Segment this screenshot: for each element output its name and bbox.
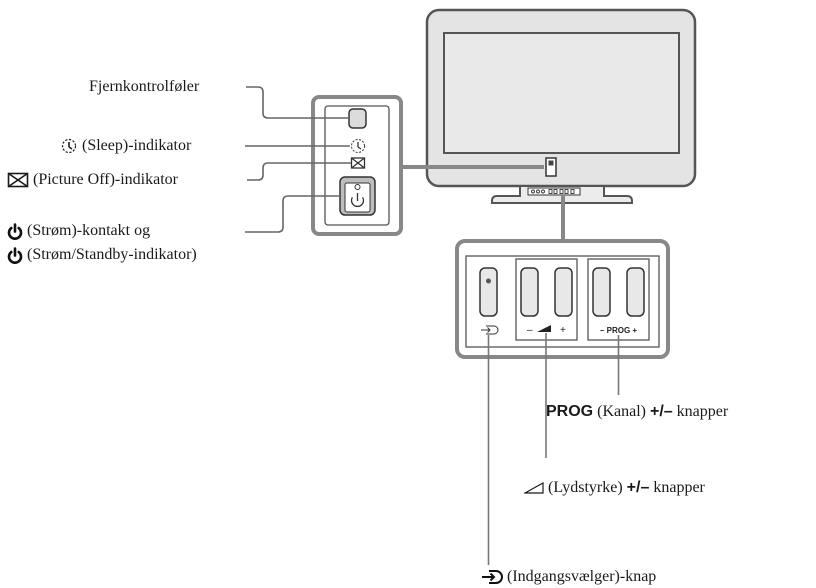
remote-sensor-label: Fjernkontrolføler [89,78,200,95]
remote-sensor-window [348,108,367,129]
sleep-clock-icon [61,139,77,154]
volume-desc-text: (Lydstyrke) [548,479,623,496]
sleep-indicator-label: (Sleep)-indikator [60,137,191,155]
panel-prog-label: – PROG + [600,326,637,335]
prog-tail-text: knapper [676,403,729,420]
power-button-graphic [339,176,376,216]
panel-volume-wedge [537,325,551,332]
prog-desc-text: (Kanal) [597,403,646,420]
power-standby-label: (Strøm/Standby-indikator) [7,246,197,264]
power-switch-label: (Strøm)-kontakt og [7,222,150,240]
input-desc-text: (Indgangsvælger)-knap [507,568,657,585]
panel-input-icon [481,325,499,335]
crossed-box-icon [7,173,29,188]
panel-vol-plus: + [560,325,566,336]
picture-off-label: (Picture Off)-indikator [7,171,178,189]
sleep-indicator-text: (Sleep)-indikator [82,137,192,154]
volume-wedge-icon [524,482,544,494]
input-select-icon [482,570,503,585]
prog-bold-text: PROG [546,403,594,420]
power-icon [7,223,23,240]
left-leader-lines [245,86,351,233]
bottom-leader-lines [487,333,620,565]
prog-plusminus: +/– [649,403,673,420]
volume-tail-text: knapper [653,479,705,496]
indicator-callout [311,95,544,236]
volume-plusminus: +/– [626,479,650,496]
volume-buttons-label: (Lydstyrke) +/– knapper [524,479,705,497]
picture-off-text: (Picture Off)-indikator [33,171,178,188]
input-button-label: (Indgangsvælger)-knap [481,568,656,586]
power-switch-text: (Strøm)-kontakt og [27,222,151,239]
tv-set [425,8,697,204]
prog-buttons-label: PROG (Kanal) +/– knapper [546,403,728,421]
panel-vol-minus: – [527,325,533,336]
sleep-indicator-led [351,139,365,153]
picture-off-indicator-led [350,157,366,169]
input-button-graphic [479,267,498,317]
power-icon [7,247,23,264]
power-standby-text: (Strøm/Standby-indikator) [27,246,197,263]
control-panel-callout: – + – PROG + [455,195,670,359]
